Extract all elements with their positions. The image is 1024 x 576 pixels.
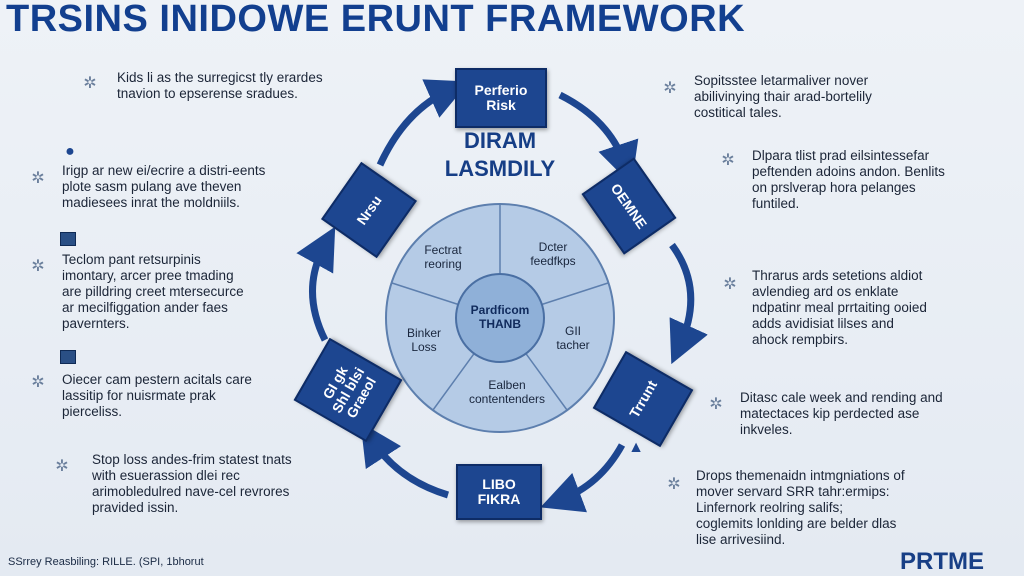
left-note-1: Kids li as the surregicst tly erardes tn… [117,70,323,101]
left-note-5: Stop loss andes-frim statest tnats with … [92,452,292,515]
gear-icon: ✲ [31,258,45,275]
page-title: TRSINS INIDOWE ERUNT FRAMEWORK [6,0,746,40]
cycle-arrow [296,226,336,342]
right-note-1: Sopitsstee letarmaliver nover abilivinyi… [694,73,872,120]
wheel-hub-label: Pardficom THANB [470,303,530,331]
info-icon: ● [65,143,75,160]
center-title-line1: DIRAM [463,128,537,153]
wheel-segment-label: Binker Loss [406,326,441,354]
center-title-line2: LASMDILY [444,156,556,181]
cycle-arrow [360,422,450,499]
right-note-2: Dlpara tlist prad eilsintessefar peftend… [752,148,945,211]
gear-icon: ✲ [709,396,723,413]
gear-icon: ✲ [31,374,45,391]
gear-icon: ✲ [31,170,45,187]
warning-icon: ▲ [628,439,644,456]
right-note-3: Thrarus ards setetions aldiot avlendieg … [752,268,927,347]
gear-icon: ✲ [721,152,735,169]
brand-logo: PRTME [900,548,984,575]
right-note-4: Ditasc cale week and rending and matecta… [740,390,943,437]
right-note-5: Drops themenaidn intmgniations of mover … [696,468,905,547]
cycle-arrow [558,91,639,185]
cycle-box-top: Perferio Risk [455,68,547,128]
footer-source: SSrrey Reasbiling: RILLE. (SPI, 1bhorut [8,556,204,568]
chart-icon [60,232,76,246]
gear-icon: ✲ [667,476,681,493]
wheel [385,203,615,433]
cycle-box-bottom: LIBO FIKRA [456,464,542,520]
wheel-segment-label: GII tacher [556,324,590,352]
left-note-4: Oiecer cam pestern acitals care lassitip… [62,372,252,419]
cycle-arrow [540,443,626,513]
chart-icon [60,350,76,364]
cycle-arrow [669,242,708,365]
left-note-2: Irigp ar new ei/ecrire a distri-eents pl… [62,163,266,210]
gear-icon: ✲ [83,75,97,92]
wheel-segment-label: Ealben contentenders [468,378,546,406]
wheel-segment-label: Dcter feedfkps [530,240,576,268]
left-note-3: Teclom pant retsurpinis imontary, arcer … [62,252,244,331]
gear-icon: ✲ [663,80,677,97]
cycle-arrow [376,79,470,167]
gear-icon: ✲ [723,276,737,293]
gear-icon: ✲ [55,458,69,475]
wheel-segment-label: Fectrat reoring [424,243,462,271]
